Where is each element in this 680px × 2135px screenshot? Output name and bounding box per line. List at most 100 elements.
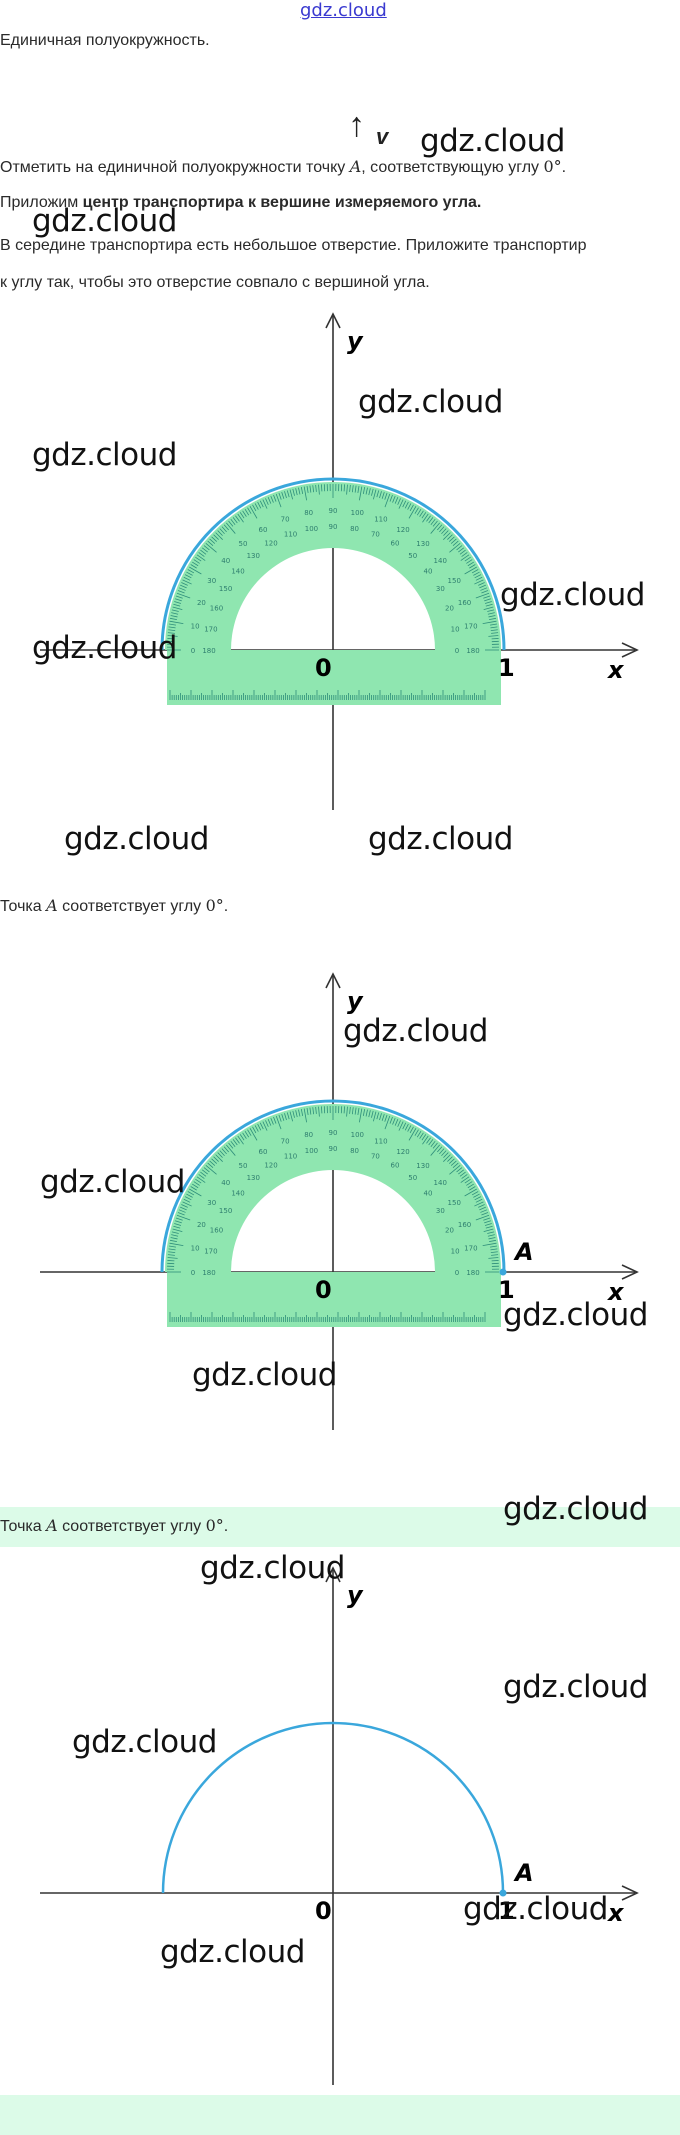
- protractor-tick: [170, 615, 178, 618]
- protractor-tick: [182, 1201, 192, 1207]
- protractor-tick: [490, 629, 498, 632]
- protractor-tick: [213, 534, 219, 540]
- protractor-tick: [182, 579, 192, 585]
- protractor-tick: [193, 1181, 200, 1186]
- protractor-tick: [168, 629, 176, 632]
- protractor-inner-number: 100: [305, 525, 318, 533]
- protractor-tick: [295, 488, 298, 496]
- protractor-tick: [267, 1119, 272, 1126]
- protractor-inner-number: 10: [451, 1247, 460, 1255]
- protractor-tick: [398, 499, 404, 509]
- protractor-tick: [228, 520, 234, 527]
- protractor-tick: [176, 1214, 191, 1221]
- protractor-tick: [244, 509, 250, 516]
- protractor-tick: [430, 518, 436, 525]
- protractor-tick: [252, 1126, 257, 1134]
- step2-line2: к углу так, чтобы это отверстие совпало …: [0, 274, 430, 291]
- protractor-inner-number: 10: [451, 625, 460, 633]
- task-mid: , соответствующую углу: [361, 159, 544, 176]
- y-axis-arrow-icon: [325, 312, 341, 329]
- protractor-inner-number: 170: [204, 1247, 217, 1255]
- protractor-tick: [379, 491, 382, 499]
- protractor-tick: [488, 1237, 496, 1240]
- protractor-tick: [354, 1107, 357, 1115]
- protractor-tick: [473, 571, 480, 576]
- protractor-tick: [244, 1131, 250, 1138]
- protractor-tick: [168, 1251, 176, 1254]
- protractor-tick: [300, 486, 304, 494]
- protractor-tick: [173, 1225, 181, 1229]
- protractor-tick: [228, 1142, 234, 1149]
- protractor-tick: [259, 1122, 264, 1130]
- protractor-tick: [439, 1148, 445, 1155]
- protractor-tick: [384, 492, 388, 500]
- y-axis-label: y: [347, 327, 364, 355]
- protractor-tick: [351, 485, 354, 493]
- protractor-tick: [481, 1212, 489, 1216]
- unit-label: 1: [498, 1897, 515, 1925]
- protractor-tick: [422, 513, 429, 523]
- protractor-tick: [368, 1110, 371, 1118]
- protractor-tick: [475, 576, 483, 581]
- protractor-inner-number: 70: [371, 1152, 380, 1160]
- protractor-tick: [397, 498, 401, 505]
- protractor-tick: [481, 590, 489, 594]
- protractor-tick: [416, 509, 422, 516]
- protractor-tick: [439, 526, 445, 533]
- protractor-tick: [167, 632, 175, 634]
- protractor-tick: [289, 489, 294, 500]
- protractor-tick: [478, 582, 485, 586]
- watermark: gdz.cloud: [32, 203, 177, 239]
- protractor-tick: [491, 1254, 499, 1256]
- protractor-tick: [213, 1156, 219, 1162]
- protractor-tick: [488, 615, 496, 618]
- protractor-tick: [239, 512, 245, 519]
- protractor-body: [165, 1104, 501, 1272]
- protractor-tick: [460, 1176, 470, 1183]
- protractor-inner-number: 60: [391, 1162, 400, 1170]
- protractor-tick: [177, 590, 185, 594]
- protractor-outer-number: 20: [197, 1221, 206, 1229]
- protractor-tick: [389, 1116, 393, 1124]
- protractor-tick: [428, 1139, 434, 1146]
- watermark: gdz.cloud: [72, 1724, 217, 1760]
- point-a: [499, 1268, 507, 1276]
- protractor-tick: [176, 592, 191, 599]
- protractor-inner-number: 110: [284, 530, 297, 538]
- protractor-outer-number: 110: [374, 1137, 387, 1145]
- step1-text: Приложим центр транспортира к вершине из…: [0, 194, 481, 212]
- protractor-inner-number: 0: [455, 647, 459, 655]
- step1-bold: центр транспортира к вершине измеряемого…: [82, 194, 482, 211]
- protractor-tick: [450, 538, 457, 544]
- protractor-tick: [221, 526, 227, 533]
- protractor-tick: [480, 1209, 488, 1213]
- protractor-tick: [469, 564, 476, 569]
- result-pre: Точка: [0, 898, 47, 915]
- protractor-tick: [223, 1146, 229, 1153]
- protractor-tick: [230, 518, 236, 525]
- protractor-tick: [459, 1171, 466, 1177]
- protractor-tick: [484, 1223, 492, 1226]
- protractor-tick: [195, 556, 202, 562]
- protractor-outer-number: 160: [458, 1221, 471, 1229]
- protractor-outer-number: 140: [434, 1179, 447, 1187]
- protractor-tick: [474, 574, 482, 579]
- protractor-tick: [464, 566, 477, 575]
- protractor-tick: [443, 1154, 451, 1162]
- protractor-tick: [167, 635, 178, 637]
- protractor-tick: [381, 1114, 385, 1121]
- protractor-tick: [490, 1251, 498, 1254]
- protractor-tick: [443, 1152, 449, 1158]
- protractor-tick: [315, 1106, 317, 1114]
- protractor-outer-number: 30: [207, 1199, 216, 1207]
- bottom-band: [0, 2095, 680, 2135]
- protractor-tick: [460, 554, 470, 561]
- protractor-tick: [443, 532, 451, 540]
- protractor-outer-number: 0: [191, 1269, 195, 1277]
- protractor-tick: [459, 549, 466, 555]
- protractor-inner-number: 120: [264, 1162, 277, 1170]
- site-link[interactable]: gdz.cloud: [300, 0, 387, 21]
- protractor-tick: [171, 609, 179, 612]
- protractor-inner-number: 100: [305, 1147, 318, 1155]
